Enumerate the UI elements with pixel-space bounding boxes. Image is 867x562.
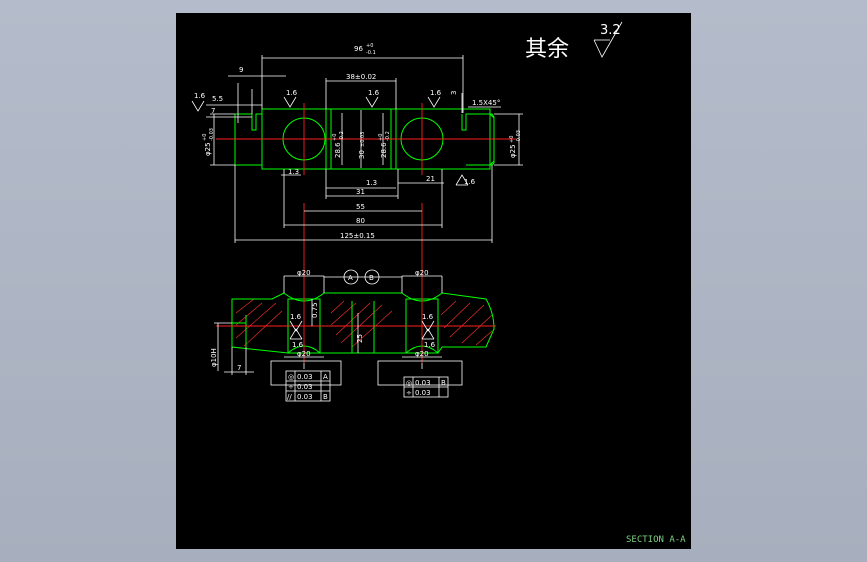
- dim-left-55: 5.5: [212, 95, 223, 103]
- dim-right-dia: φ25: [509, 144, 517, 158]
- section-view: φ20 φ20 A B 0.75 25 1.6 1.6: [210, 269, 496, 375]
- dim-v1: 28.6: [334, 142, 342, 158]
- dim-right-dia-tol-upper: +0: [509, 136, 515, 143]
- rough-label-4: 1.6: [430, 89, 442, 97]
- dim-left-dia: φ25: [204, 142, 212, 156]
- dim-left-9: 9: [239, 66, 243, 74]
- rough-label-9: 1.6: [424, 341, 436, 349]
- roughness-sec-right: 1.6: [421, 313, 435, 332]
- sec-left-len: 7: [237, 364, 241, 372]
- tol-left-symbol-1: ◎: [288, 373, 294, 381]
- rough-label-7: 1.6: [292, 341, 304, 349]
- cad-drawing: 其余 3.2 96 +0 -0.1: [191, 21, 686, 545]
- dim-13a: 1.3: [288, 168, 299, 176]
- tol-left-datum-1: A: [323, 373, 328, 381]
- dim-overall: 96: [354, 45, 363, 53]
- roughness-top-3: 1.6: [365, 89, 380, 108]
- roughness-top-right-bottom: 1.6: [455, 174, 476, 186]
- dim-31: 31: [356, 188, 365, 196]
- dim-overall-tol-lower: -0.1: [366, 50, 376, 56]
- dim-v2-tol: ±0.03: [360, 132, 366, 147]
- sec-hole-left-bottom: φ20: [297, 350, 311, 358]
- dim-chamfer: 1.5X45°: [472, 99, 500, 107]
- roughness-top-4: 1.6: [427, 89, 442, 108]
- section-outline: [231, 292, 495, 354]
- datum-b-marker: B: [364, 269, 380, 285]
- roughness-top-2: 1.6: [283, 89, 298, 108]
- rough-label-2: 1.6: [286, 89, 298, 97]
- roughness-symbol-default: 3.2: [593, 21, 623, 58]
- dim-center-span: 38±0.02: [346, 73, 376, 81]
- tol-left-symbol-3: //: [287, 393, 292, 401]
- tol-left-datum-3: B: [323, 393, 328, 401]
- dim-v1-tol-upper: +0: [332, 134, 338, 141]
- roughness-sec-left: 1.6: [289, 313, 303, 332]
- tolerance-frame-right: ◎ 0.03 B ÷ 0.03: [377, 360, 463, 398]
- tol-left-value-3: 0.03: [297, 393, 313, 401]
- dim-left-dia-tol-lower: -0.03: [209, 128, 215, 141]
- tol-left-symbol-2: ÷: [288, 383, 294, 391]
- sec-left-dia: φ10H: [210, 348, 218, 367]
- dim-80: 80: [356, 217, 365, 225]
- dim-left-7: 7: [211, 107, 215, 115]
- datum-b-label: B: [369, 274, 374, 282]
- dim-right-dia-tol-lower: -0.03: [516, 130, 522, 143]
- rough-label-5: 1.6: [464, 178, 476, 186]
- tol-right-value-1: 0.03: [415, 379, 431, 387]
- tol-right-symbol-2: ÷: [406, 389, 412, 397]
- sec-height-25: 25: [356, 334, 364, 343]
- drawing-canvas: 其余 3.2 96 +0 -0.1: [176, 13, 691, 549]
- section-hatch: [235, 298, 493, 348]
- top-view: 96 +0 -0.1 38±0.02 9 7 5.5 1.6 1.6 1.6: [191, 43, 523, 283]
- sec-hole-right-bottom: φ20: [415, 350, 429, 358]
- sec-hole-left-top: φ20: [297, 269, 311, 277]
- section-label: SECTION A-A: [626, 535, 686, 545]
- rough-label-6: 1.6: [290, 313, 302, 321]
- tolerance-frame-left: ◎ 0.03 A ÷ 0.03 // 0.03 B: [270, 360, 342, 402]
- dim-125: 125±0.15: [340, 232, 375, 240]
- roughness-sec-left-low: 1.6: [289, 328, 304, 349]
- roughness-default-value: 3.2: [600, 23, 621, 38]
- datum-a-marker: A: [343, 269, 359, 285]
- tol-left-value-2: 0.03: [297, 383, 313, 391]
- dim-v3: 28.6: [380, 142, 388, 158]
- rough-label-1: 1.6: [194, 92, 206, 100]
- remark-text: 其余: [525, 37, 569, 62]
- rough-label-3: 1.6: [368, 89, 380, 97]
- dim-v3-tol-lower: -0.2: [385, 131, 391, 141]
- dim-21: 21: [426, 175, 435, 183]
- roughness-sec-right-low: 1.6: [421, 328, 436, 349]
- dim-13b: 1.3: [366, 179, 377, 187]
- datum-a-label: A: [348, 274, 353, 282]
- dim-right-3: 3: [450, 91, 458, 95]
- tol-right-symbol-1: ◎: [406, 379, 412, 387]
- tol-right-datum-1: B: [441, 379, 446, 387]
- dim-55: 55: [356, 203, 365, 211]
- sec-hole-right-top: φ20: [415, 269, 429, 277]
- dim-v1-tol-lower: -0.2: [339, 131, 345, 141]
- dim-left-dia-tol-upper: +0: [202, 134, 208, 141]
- dim-v2: 30: [358, 150, 366, 159]
- dim-v3-tol-upper: +0: [378, 134, 384, 141]
- tol-right-value-2: 0.03: [415, 389, 431, 397]
- roughness-top-left: 1.6: [191, 92, 206, 112]
- dim-overall-tol-upper: +0: [366, 43, 373, 49]
- rough-label-8: 1.6: [422, 313, 434, 321]
- tol-left-value-1: 0.03: [297, 373, 313, 381]
- sec-height-075: 0.75: [311, 302, 319, 318]
